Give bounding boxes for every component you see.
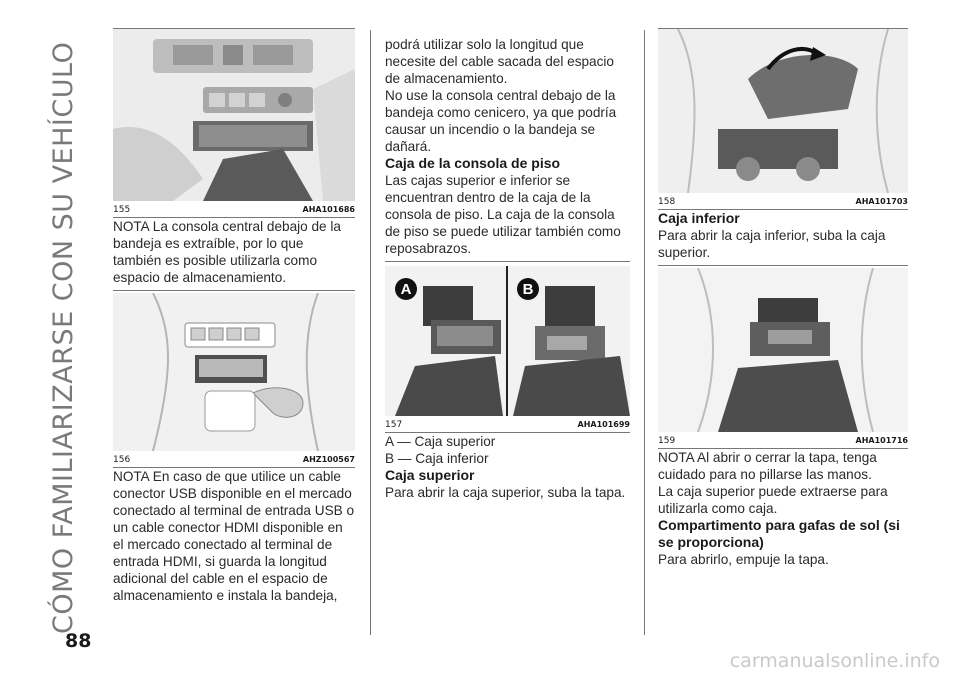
section-side-title: CÓMO FAMILIARIZARSE CON SU VEHÍCULO (48, 41, 79, 634)
watermark: carmanualsonline.info (729, 650, 940, 672)
paragraph-continued: podrá utilizar solo la longitud que nece… (385, 37, 614, 86)
figure-caption: 156 AHZ100567 (113, 455, 355, 465)
paragraph-ashtray-warning: No use la consola central debajo de la b… (385, 88, 617, 154)
figure-caption: 159 AHA101716 (658, 436, 908, 446)
column-1: 155 AHA101686 NOTA La consola central de… (113, 28, 355, 604)
figure-caption: 157 AHA101699 (385, 420, 630, 430)
figure-number: 159 (658, 436, 676, 446)
column-divider (370, 30, 371, 635)
figure-155-console-tray (113, 29, 355, 201)
rule (113, 467, 355, 468)
note-155: NOTA La consola central debajo de la ban… (113, 219, 341, 285)
paragraph-upper-box-removable: La caja superior puede extraerse para ut… (658, 484, 888, 516)
rule (385, 432, 630, 433)
callout-badge-b: B (517, 278, 539, 300)
figure-159-upper-box-removable (658, 268, 908, 432)
page-number: 88 (65, 630, 92, 652)
figure-number: 156 (113, 455, 131, 465)
note-159: NOTA Al abrir o cerrar la tapa, tenga cu… (658, 450, 877, 482)
rule (385, 261, 630, 262)
heading-sunglasses-compartment: Compartimento para gafas de sol (si se p… (658, 517, 900, 550)
rule (658, 28, 908, 29)
figure-caption: 158 AHA101703 (658, 197, 908, 207)
figure-code: AHA101703 (855, 197, 908, 206)
heading-floor-console-box: Caja de la consola de piso (385, 155, 561, 171)
figure-caption: 155 AHA101686 (113, 205, 355, 215)
column-divider (644, 30, 645, 635)
paragraph-sunglasses: Para abrirlo, empuje la tapa. (658, 552, 829, 567)
figure-number: 158 (658, 197, 676, 207)
legend-b: B — Caja inferior (385, 451, 489, 466)
paragraph-floor-console: Las cajas superior e inferior se encuent… (385, 173, 621, 256)
figure-156-usb-hdmi-storage (113, 293, 355, 451)
note-156: NOTA En caso de que utilice un cable con… (113, 469, 355, 603)
callout-badge-a: A (395, 278, 417, 300)
paragraph-upper-box: Para abrir la caja superior, suba la tap… (385, 485, 626, 500)
rule (113, 217, 355, 218)
figure-157-upper-lower-box: A B (385, 266, 630, 416)
figure-number: 157 (385, 420, 403, 430)
figure-code: AHA101686 (302, 205, 355, 214)
rule (113, 290, 355, 291)
rule (113, 28, 355, 29)
paragraph-lower-box: Para abrir la caja inferior, suba la caj… (658, 228, 886, 260)
column-2: podrá utilizar solo la longitud que nece… (385, 36, 630, 501)
heading-upper-box: Caja superior (385, 467, 475, 483)
heading-lower-box: Caja inferior (658, 210, 740, 226)
figure-number: 155 (113, 205, 131, 215)
figure-code: AHA101716 (855, 436, 908, 445)
figure-158-lower-box-open (658, 29, 908, 193)
rule (658, 265, 908, 266)
rule (658, 209, 908, 210)
figure-code: AHA101699 (577, 420, 630, 429)
legend-a: A — Caja superior (385, 434, 496, 449)
rule (658, 448, 908, 449)
column-3: 158 AHA101703 Caja inferior Para abrir l… (658, 28, 908, 568)
figure-code: AHZ100567 (302, 455, 355, 464)
